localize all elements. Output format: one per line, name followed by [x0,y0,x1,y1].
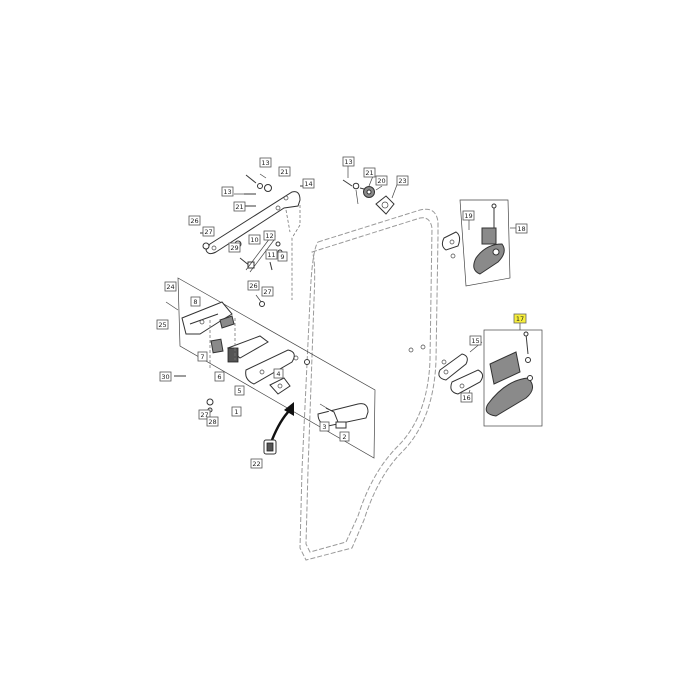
callout-21b[interactable]: 21 [233,201,246,212]
callout-7[interactable]: 7 [197,351,208,362]
svg-text:13: 13 [261,159,269,167]
callout-15[interactable]: 15 [469,335,482,346]
callout-24[interactable]: 24 [164,281,177,292]
svg-text:21: 21 [235,203,243,211]
bolt-group-13-21-20-23 [342,179,395,215]
svg-text:20: 20 [377,177,385,185]
svg-text:30: 30 [161,373,169,381]
callout-28[interactable]: 28 [206,416,219,427]
callout-26b[interactable]: 26 [247,280,260,291]
svg-text:2: 2 [342,433,346,441]
callout-21c[interactable]: 21 [363,167,376,178]
svg-text:26: 26 [190,217,198,225]
callout-13c[interactable]: 13 [342,156,355,167]
callout-19[interactable]: 19 [462,210,475,221]
svg-text:13: 13 [344,158,352,166]
callout-26[interactable]: 26 [188,215,201,226]
svg-text:13: 13 [223,188,231,196]
callout-17-highlighted[interactable]: 17 [513,313,527,324]
outside-handle-3 [317,403,369,429]
callout-11[interactable]: 11 [265,249,278,260]
inset-box-19-18 [441,199,511,287]
callout-23[interactable]: 23 [396,175,409,186]
callout-27c[interactable]: 27 [198,409,211,420]
callout-29[interactable]: 29 [228,242,241,253]
svg-text:27: 27 [204,228,212,236]
bolt-13-top [240,174,272,207]
svg-text:17: 17 [516,315,524,323]
callout-30[interactable]: 30 [159,371,172,382]
callout-8[interactable]: 8 [190,296,201,307]
callout-16[interactable]: 16 [460,392,473,403]
svg-text:22: 22 [252,460,260,468]
callout-5[interactable]: 5 [234,385,245,396]
svg-text:27: 27 [263,288,271,296]
svg-text:9: 9 [280,253,284,261]
callout-27a[interactable]: 27 [202,226,215,237]
svg-text:14: 14 [304,180,312,188]
callout-10[interactable]: 10 [248,234,261,245]
callout-4[interactable]: 4 [273,368,284,379]
callout-27b[interactable]: 27 [261,286,274,297]
svg-text:4: 4 [276,370,280,378]
callout-2[interactable]: 2 [339,431,350,442]
inset-box-15-16-17 [438,329,543,427]
svg-text:15: 15 [471,337,479,345]
callout-22[interactable]: 22 [250,458,263,469]
door-glass-outline [299,208,456,561]
callout-25[interactable]: 25 [156,319,169,330]
part-22-clip [263,439,277,455]
svg-text:19: 19 [464,212,472,220]
svg-text:26: 26 [249,282,257,290]
callout-13a[interactable]: 13 [259,157,272,168]
callout-12[interactable]: 12 [263,230,276,241]
svg-text:10: 10 [250,236,258,244]
callout-20[interactable]: 20 [375,175,388,186]
svg-text:12: 12 [265,232,273,240]
svg-text:21: 21 [365,169,373,177]
callout-13b[interactable]: 13 [221,186,234,197]
svg-text:6: 6 [217,373,221,381]
svg-text:21: 21 [280,168,288,176]
callout-3[interactable]: 3 [319,421,330,432]
svg-text:8: 8 [193,298,197,306]
svg-text:29: 29 [230,244,238,252]
svg-text:23: 23 [398,177,406,185]
callout-1[interactable]: 1 [231,406,242,417]
svg-text:18: 18 [517,225,525,233]
svg-text:7: 7 [200,353,204,361]
svg-text:16: 16 [462,394,470,402]
svg-text:5: 5 [237,387,241,395]
callout-18[interactable]: 18 [515,223,528,234]
svg-text:11: 11 [267,251,275,259]
hinge-bracket-14 [205,185,307,300]
svg-text:25: 25 [158,321,166,329]
direction-arrow [270,402,294,441]
callout-14[interactable]: 14 [302,178,315,189]
svg-text:24: 24 [166,283,174,291]
callout-6[interactable]: 6 [214,371,225,382]
svg-text:1: 1 [234,408,238,416]
svg-text:3: 3 [322,423,326,431]
callout-21a[interactable]: 21 [278,166,291,177]
svg-text:27: 27 [200,411,208,419]
lock-panel-1 [165,277,376,459]
svg-text:28: 28 [208,418,216,426]
callout-9[interactable]: 9 [277,251,288,262]
